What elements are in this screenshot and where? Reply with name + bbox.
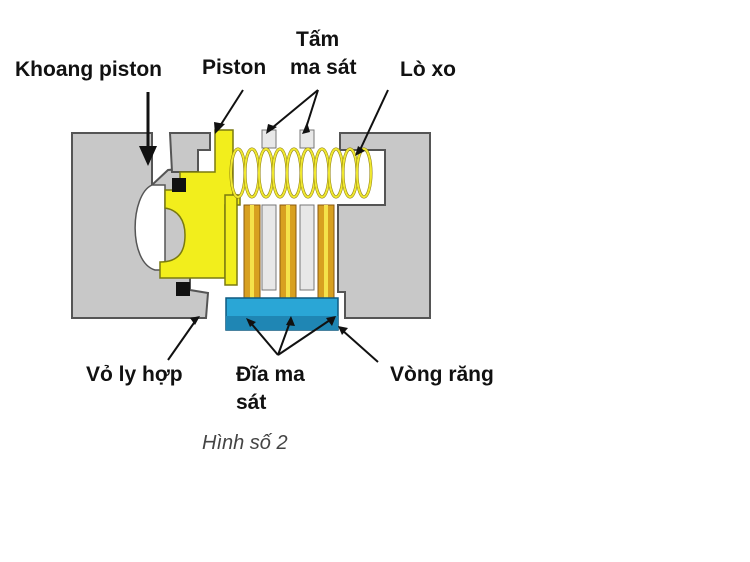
piston-arrowhead — [214, 122, 225, 134]
disc-arrowhead-3 — [326, 316, 336, 326]
label-dia-ma-sat-line2: sát — [236, 391, 267, 414]
housing-pointer — [167, 319, 197, 361]
steel-plate-tab-1 — [261, 129, 277, 149]
label-tam-ma-sat-line1: Tấm — [296, 28, 340, 51]
gear-ring-arrowhead — [338, 326, 348, 335]
label-lo-xo: Lò xo — [400, 58, 456, 81]
lower-seal — [176, 282, 190, 296]
piston-chamber — [134, 184, 166, 271]
steel-plate-2 — [299, 204, 315, 291]
friction-disc-3 — [317, 204, 335, 306]
upper-seal — [172, 178, 186, 192]
friction-disc-1 — [243, 204, 261, 306]
figure-caption: Hình số 2 — [202, 432, 288, 454]
label-piston: Piston — [202, 56, 267, 79]
clutch-housing-right — [337, 132, 431, 319]
steel-plate-arrowhead-1 — [266, 124, 277, 134]
disc-arrowhead-1 — [246, 318, 256, 327]
spring-pointer — [359, 89, 389, 151]
label-vo-ly-hop: Vỏ ly hợp — [86, 363, 183, 386]
disc-pointer-1 — [249, 321, 279, 356]
label-khoang-piston: Khoang piston — [15, 58, 162, 81]
housing-arrowhead — [190, 316, 200, 325]
clutch-housing-top — [168, 132, 211, 173]
spring-arrowhead — [355, 146, 365, 156]
steel-plate-pointer-1 — [271, 89, 319, 129]
gear-ring-pointer — [341, 329, 379, 363]
gear-ring-shade — [226, 316, 338, 330]
label-dia-ma-sat-line1: Đĩa ma — [236, 363, 305, 386]
steel-plate-pointer-2 — [305, 89, 319, 129]
friction-disc-2 — [279, 204, 297, 306]
piston-face — [224, 194, 238, 286]
steel-plate-arrowhead-2 — [302, 122, 310, 134]
label-tam-ma-sat-line2: ma sát — [290, 56, 357, 79]
disc-pointer-3 — [277, 319, 331, 356]
disc-arrowhead-2 — [286, 316, 295, 326]
khoang-piston-arrowhead — [139, 146, 157, 166]
return-spring — [229, 147, 373, 199]
steel-plate-1 — [261, 204, 277, 291]
disc-pointer-2 — [277, 321, 291, 356]
piston-pointer — [219, 89, 244, 127]
label-vong-rang: Vòng răng — [390, 363, 494, 386]
